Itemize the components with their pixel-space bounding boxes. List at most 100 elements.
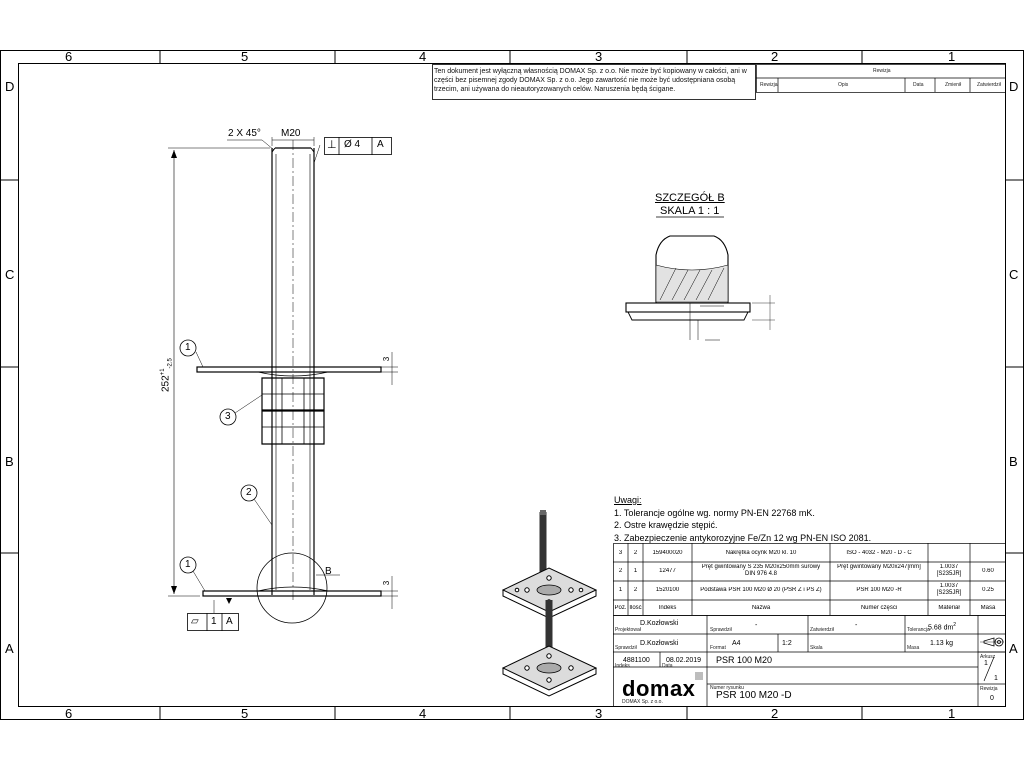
- mass-value: 1.13 kg: [930, 640, 953, 647]
- rev-header-opis: Opis: [838, 82, 849, 88]
- chamfer-label: 2 X 45°: [228, 128, 261, 139]
- bom-cell: 1: [633, 568, 638, 574]
- note-item: 3. Zabezpieczenie antykorozyjne Fe/Zn 12…: [614, 532, 872, 543]
- outer-frame: [0, 50, 1024, 720]
- sheet-number: 1: [984, 660, 988, 667]
- main-view: [168, 137, 398, 631]
- approve-value: -: [855, 622, 858, 629]
- bom-cell: Podstawa PSR 100 M20 Ø 20 (PSR Z i PS Z): [700, 587, 822, 593]
- designer-label: Projektował: [615, 627, 641, 633]
- bom-header: Indeks: [658, 605, 677, 611]
- checker-label: Sprawdził: [615, 645, 637, 651]
- bom-header: Materiał: [938, 605, 960, 611]
- perp-tolerance: Ø 4: [344, 139, 361, 150]
- part-name: PSR 100 M20: [716, 655, 773, 665]
- flatness-datum: A: [226, 616, 233, 627]
- bom-cell: ISO - 4032 - M20 - D - C: [846, 550, 912, 556]
- perp-symbol: ⊥: [327, 139, 337, 151]
- surface-amount: 5.68 dm: [928, 624, 954, 632]
- bom-cell: 1520100: [655, 587, 680, 593]
- zone-row-c-left: C: [5, 267, 15, 282]
- bom-header: Ilość: [629, 605, 642, 611]
- index-label: Indeks: [615, 663, 630, 669]
- notice-box: [432, 64, 756, 100]
- zone-row-b-left: B: [5, 454, 14, 469]
- checked-label: Sprawdził: [710, 627, 732, 633]
- revision-value: 0: [990, 695, 994, 702]
- zone-col-6-bottom: 6: [65, 706, 73, 721]
- index-value: 4881100: [623, 657, 650, 664]
- surface-value: 5.68 dm2: [928, 622, 957, 632]
- length-tol-lower: -2.5: [167, 358, 174, 369]
- company-logo: domax: [622, 676, 696, 701]
- bom-cell: 1.0037 [S235JR]: [936, 583, 962, 596]
- zone-row-d-right: D: [1009, 79, 1019, 94]
- notes-block: Uwagi: 1. Tolerancje ogólne wg. normy PN…: [614, 494, 871, 544]
- projection-symbol-icon: [980, 637, 1004, 647]
- zone-col-4-bottom: 4: [419, 706, 427, 721]
- rev-header-rewizja: Rewizja: [760, 82, 778, 88]
- designer-name: D.Kozłowski: [640, 620, 679, 627]
- bom-header: Nazwa: [751, 605, 771, 611]
- bom-cell: Nakrętka ocynk M20 kl. 10: [725, 550, 797, 556]
- zone-col-3-top: 3: [595, 49, 603, 64]
- length-tol-upper: +1: [160, 368, 166, 376]
- bom-cell: Pręt gwintowany S 235 M20x250mm surowy D…: [701, 564, 821, 577]
- zone-col-3-bottom: 3: [595, 706, 603, 721]
- zone-col-1-top: 1: [948, 49, 956, 64]
- bom-cell: 1: [618, 587, 623, 593]
- isometric-view: [501, 510, 598, 697]
- bom-header: Masa: [980, 605, 996, 611]
- zone-col-5-bottom: 5: [241, 706, 249, 721]
- plate-thickness-top: 3: [382, 356, 392, 362]
- tolerance-label: Tolerancja: [907, 627, 930, 633]
- balloon-3: 3: [225, 411, 231, 422]
- zone-col-6-top: 6: [65, 49, 73, 64]
- rev-header-data: Data: [913, 82, 924, 88]
- bom-cell: 2: [633, 550, 638, 556]
- zone-row-b-right: B: [1009, 454, 1018, 469]
- revision-title: Rewizja: [873, 68, 891, 74]
- sheet-slash: [983, 656, 995, 682]
- format-value: A4: [732, 640, 741, 647]
- zone-col-2-bottom: 2: [771, 706, 779, 721]
- detail-b-marker: B: [325, 566, 332, 577]
- ownership-notice: Ten dokument jest wyłączną własnością DO…: [434, 68, 747, 93]
- check-value: -: [755, 622, 758, 629]
- revision-label: Rewizja: [980, 686, 998, 692]
- length-dimension: 252+1-2.5: [160, 358, 173, 392]
- zone-col-2-top: 2: [771, 49, 779, 64]
- bom-cell: 1.0037 [S235JR]: [936, 564, 962, 577]
- company-subtitle: DOMAX Sp. z o.o.: [622, 699, 663, 705]
- drawing-number: PSR 100 M20 -D: [716, 690, 792, 701]
- zone-col-5-top: 5: [241, 49, 249, 64]
- approved-label: Zatwierdził: [810, 627, 834, 633]
- balloon-1-bottom: 1: [185, 559, 191, 570]
- date-value: 08.02.2019: [666, 657, 702, 664]
- detail-scale: SKALA 1 : 1: [660, 205, 720, 217]
- zone-row-a-right: A: [1009, 641, 1018, 656]
- flatness-symbol: ▱: [191, 616, 199, 627]
- zone-row-a-left: A: [5, 641, 14, 656]
- note-item: 1. Tolerancje ogólne wg. normy PN-EN 227…: [614, 507, 815, 518]
- inner-frame: [18, 63, 1006, 707]
- surface-exponent: 2: [953, 622, 957, 628]
- detail-title: SZCZEGÓŁ B: [655, 192, 725, 204]
- date-label: Data: [662, 663, 673, 669]
- bom-cell: 2: [618, 568, 623, 574]
- bom-cell: 159400020: [652, 550, 683, 556]
- perp-datum: A: [377, 139, 384, 150]
- scale-value: 1:2: [782, 640, 792, 647]
- flatness-tolerance: 1: [211, 616, 217, 627]
- bom-header: Numer części: [860, 605, 898, 611]
- plate-thickness-bottom: 3: [382, 580, 392, 586]
- bom-cell: Pręt gwintowany M20x247[mm]: [837, 564, 921, 570]
- notes-heading: Uwagi:: [614, 495, 642, 505]
- bom-table-grid: [613, 543, 1006, 616]
- bom-cell: 12477: [659, 568, 676, 574]
- sheet-label: Arkusz: [980, 654, 996, 660]
- zone-row-c-right: C: [1009, 267, 1019, 282]
- bom-cell: 0.25: [982, 587, 994, 593]
- scale-label: Skala: [810, 645, 823, 651]
